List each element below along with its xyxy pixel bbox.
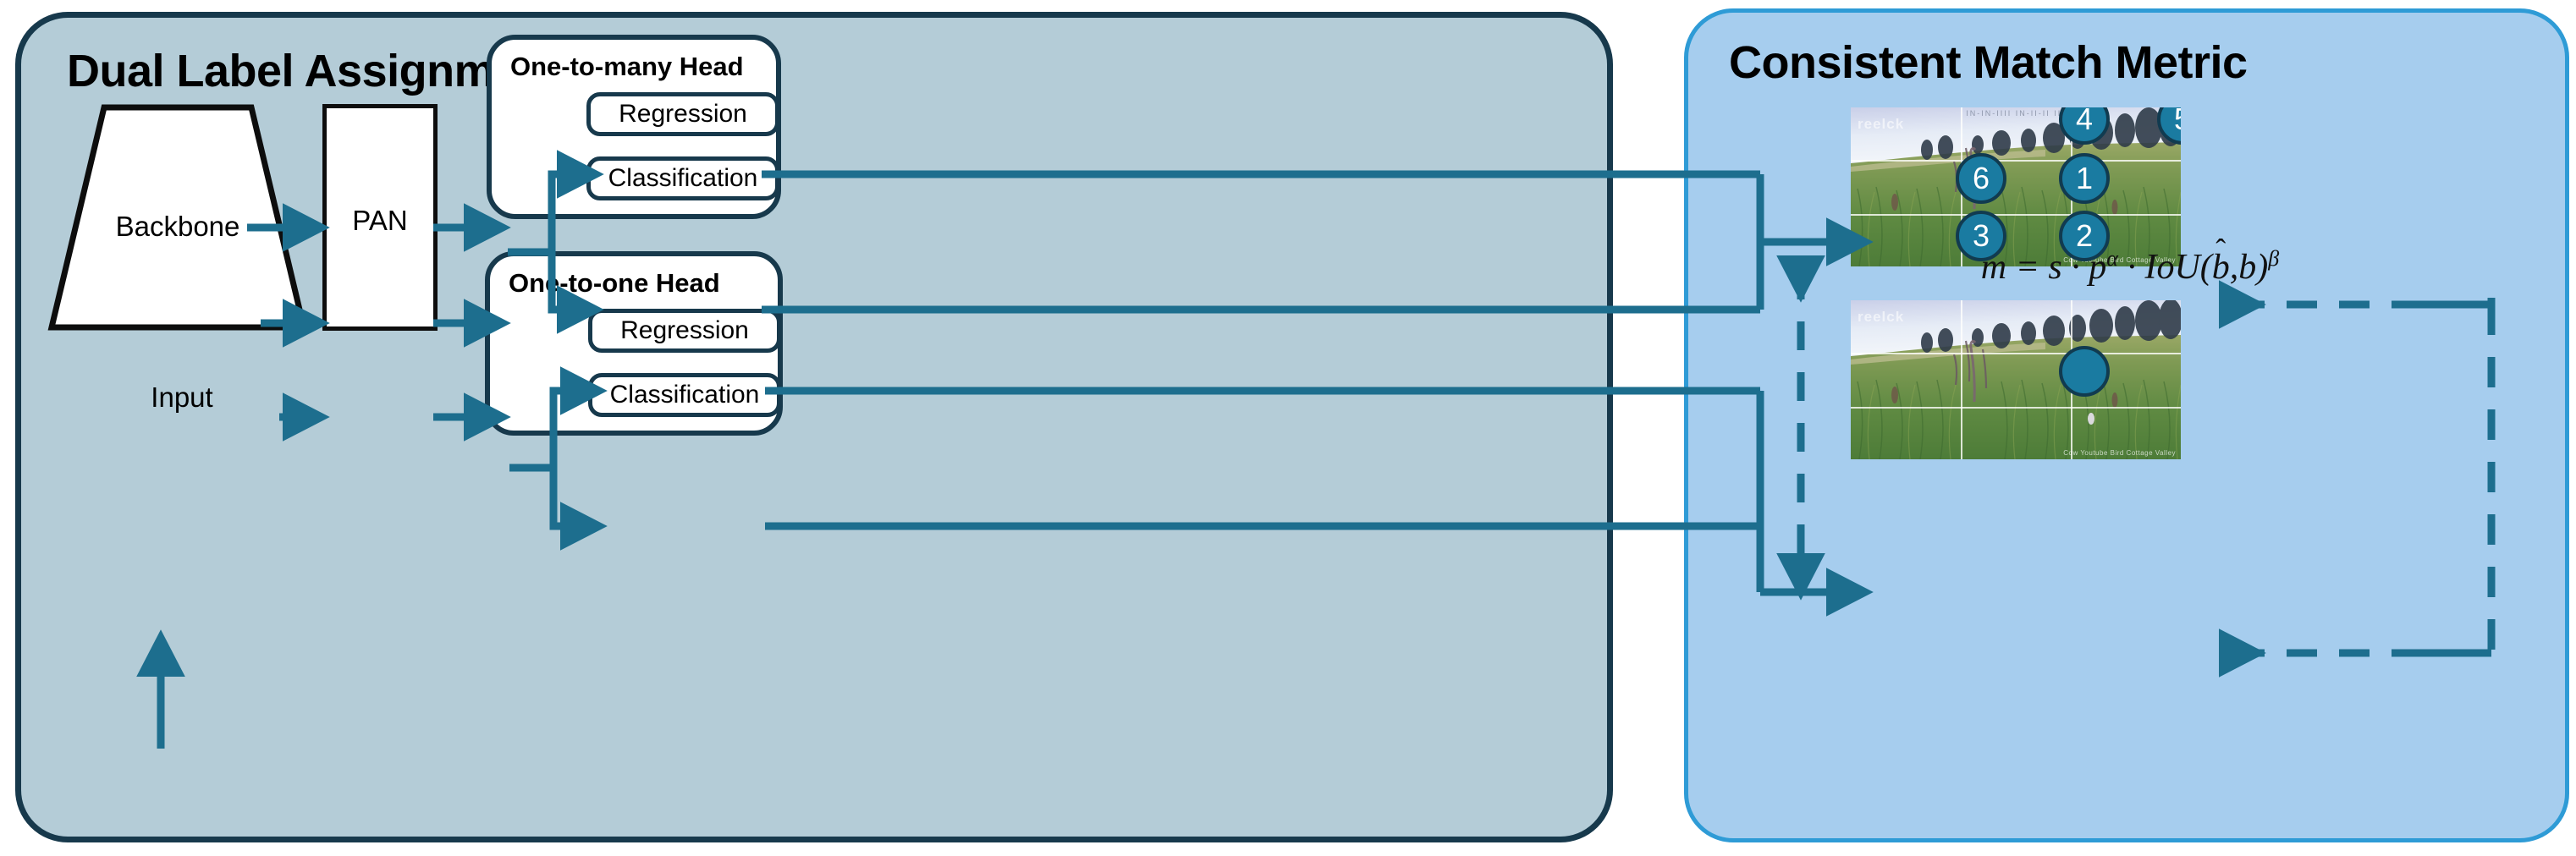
one-to-one-head-box: One-to-one Head Regression Classificatio… bbox=[485, 251, 783, 436]
one-to-many-head-title: One-to-many Head bbox=[510, 52, 744, 81]
one-to-many-head-box: One-to-many Head Regression Classificati… bbox=[487, 35, 781, 219]
formula-equals: = bbox=[2015, 248, 2039, 287]
detection-marker-6: 6 bbox=[1956, 153, 2006, 204]
formula-close-paren: ) bbox=[2256, 248, 2269, 287]
detection-marker-1: 1 bbox=[2059, 153, 2110, 204]
one-to-one-head-title: One-to-one Head bbox=[509, 268, 720, 298]
formula-s: s bbox=[2048, 248, 2062, 287]
formula-iou: IoU bbox=[2144, 248, 2200, 287]
detection-marker-3: 3 bbox=[1956, 211, 2006, 261]
detection-marker-2: 2 bbox=[2059, 211, 2110, 261]
formula-p: p bbox=[2089, 248, 2107, 287]
formula-b-hat: ̂b bbox=[2212, 247, 2230, 288]
one-to-many-regression-box: Regression bbox=[586, 92, 779, 136]
formula-dot-1: · bbox=[2071, 248, 2080, 287]
pan-block: PAN bbox=[322, 104, 438, 331]
formula-alpha: α bbox=[2106, 246, 2118, 271]
dual-label-assignments-panel: Dual Label Assignments Backbone PAN Inpu… bbox=[15, 12, 1613, 842]
detection-image-one-to-one: reelck Cow Youtube Bird Cottage Valley bbox=[1851, 300, 2181, 459]
formula-m: m bbox=[1980, 248, 2007, 287]
formula-b-hat-base: b bbox=[2211, 248, 2230, 287]
formula-comma: , bbox=[2229, 248, 2239, 287]
formula-open-paren: ( bbox=[2199, 248, 2212, 287]
scene-grass-field-top bbox=[1851, 107, 2181, 266]
detection-image-one-to-many: reelck IN-IN-IIII IN-II-II III Cow Youtu… bbox=[1851, 107, 2181, 266]
pan-label: PAN bbox=[352, 205, 408, 236]
backbone-label: Backbone bbox=[115, 211, 240, 242]
one-to-one-classification-box: Classification bbox=[588, 373, 781, 417]
one-to-many-classification-box: Classification bbox=[586, 156, 779, 200]
detection-marker-selected bbox=[2059, 346, 2110, 397]
consistent-match-metric-formula: m = s · pα · IoU(̂b,b)β bbox=[1851, 246, 2409, 288]
input-label: Input bbox=[151, 381, 213, 413]
formula-dot-2: · bbox=[2127, 248, 2136, 287]
panel-title-consistent-match-metric: Consistent Match Metric bbox=[1729, 37, 2248, 88]
formula-beta: β bbox=[2268, 246, 2280, 271]
formula-b: b bbox=[2238, 248, 2257, 287]
scene-grass-field-bottom bbox=[1851, 300, 2181, 459]
one-to-one-regression-box: Regression bbox=[588, 309, 781, 353]
consistent-match-metric-panel: Consistent Match Metric bbox=[1684, 8, 2569, 842]
backbone-block: Backbone bbox=[47, 102, 309, 332]
